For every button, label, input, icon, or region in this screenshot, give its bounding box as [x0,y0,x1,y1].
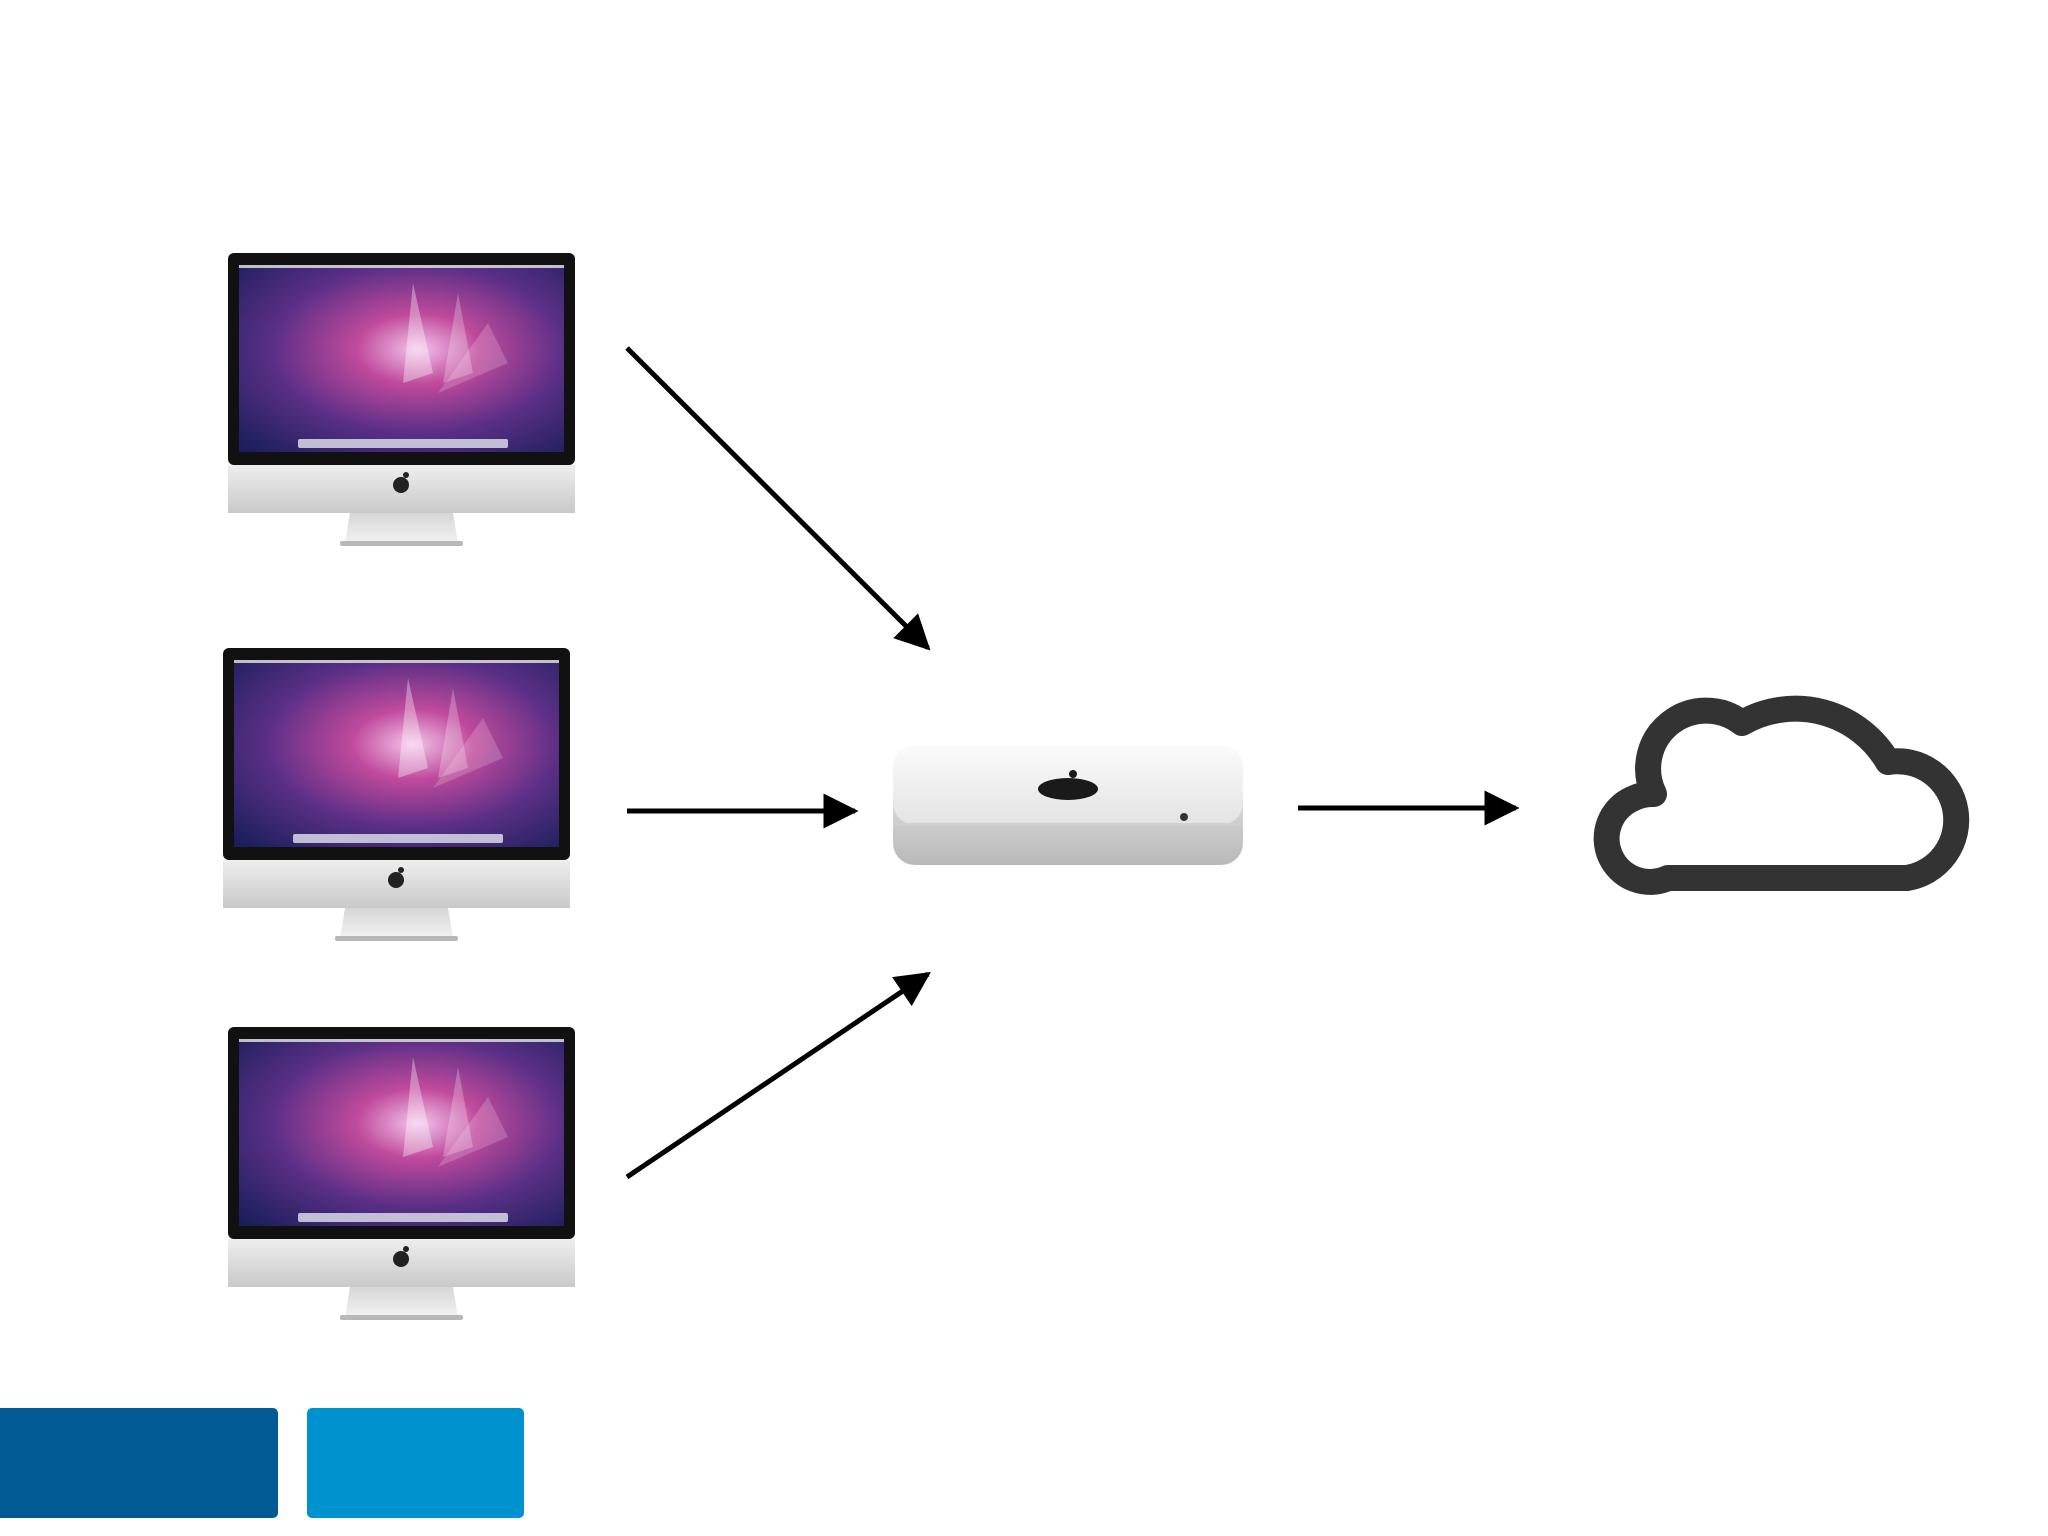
client-computer-1 [228,253,575,546]
footer-bar-dark [0,1408,278,1518]
client-computer-3 [228,1027,575,1320]
client-computer-2 [223,648,570,941]
server-mac-mini [893,745,1243,865]
cloud-icon [1593,695,1970,895]
arrow-client-1-to-server [625,346,931,651]
footer-bar-light [307,1408,524,1518]
arrow-client-3-to-server [625,971,931,1180]
